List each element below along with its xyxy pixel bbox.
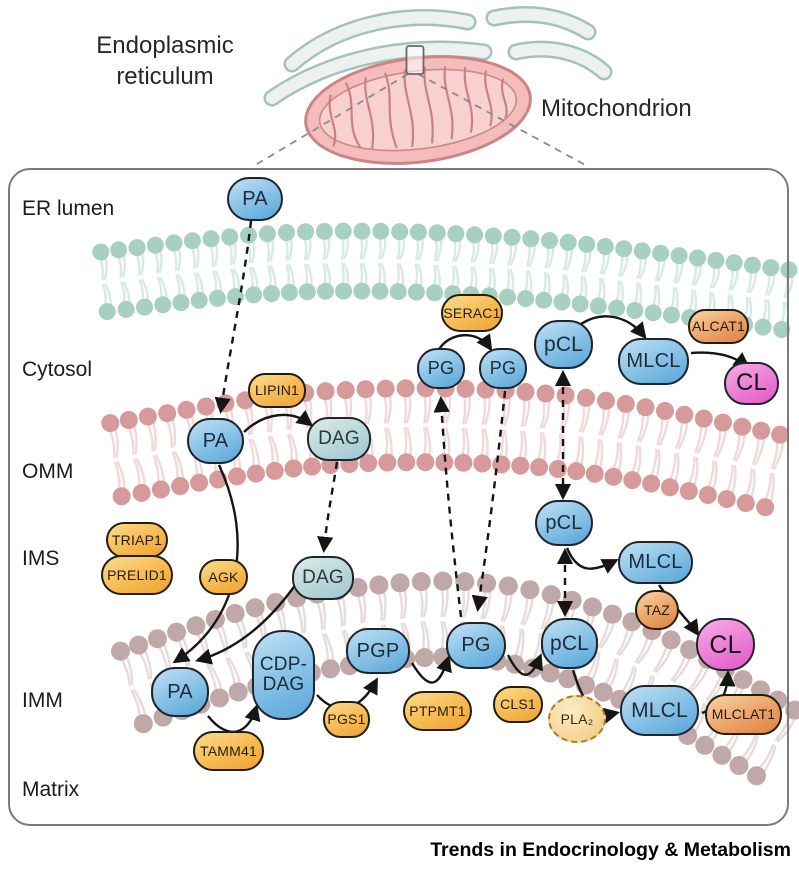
node-pla2: PLA₂	[548, 695, 606, 743]
node-agk: AGK	[199, 559, 248, 595]
layer-label-omm: OMM	[22, 460, 74, 483]
arrow-ims-pcl-to-mlcl	[565, 547, 619, 574]
node-cl-imm: CL	[696, 618, 755, 671]
node-dag-ims: DAG	[292, 556, 354, 600]
contact-site-rect	[405, 45, 425, 75]
node-pgs1: PGS1	[323, 701, 370, 738]
arrow-dag-ims-to-pa-imm	[195, 583, 297, 665]
node-pg-cyt-2: PG	[479, 348, 527, 389]
arrow-lipin1-pa-to-dag	[243, 410, 314, 433]
arrow-cyt-pcl-to-mlcl	[580, 315, 647, 340]
cristae	[328, 66, 508, 149]
node-dag-omm: DAG	[307, 417, 371, 461]
journal-title: Trends in Endocrinology & Metabolism	[430, 839, 791, 861]
arrow-tamm41-pa-to-cdpdag	[207, 704, 261, 733]
node-cdp-dag: CDP- DAG	[252, 630, 315, 720]
callout-line-left	[251, 73, 409, 168]
node-pg-cyt-1: PG	[417, 348, 465, 389]
node-mlcl-cyt: MLCL	[618, 338, 689, 385]
node-pa-omm: PA	[187, 418, 244, 464]
arrow-cls1-pg-to-pcl	[506, 653, 543, 676]
layer-label-imm: IMM	[22, 689, 63, 712]
node-lipin1: LIPIN1	[248, 373, 306, 408]
node-mlclat1: MLCLAT1	[705, 694, 782, 735]
node-cl-cyt: CL	[724, 362, 779, 405]
arrow-serac1-pg-to-pg	[436, 333, 493, 352]
node-triap1: TRIAP1	[106, 522, 168, 558]
arrow-pg-cyt-to-pg-imm	[471, 390, 507, 613]
node-pa-imm: PA	[151, 667, 209, 717]
mitochondrion-title: Mitochondrion	[541, 95, 692, 122]
node-pa-er: PA	[227, 177, 283, 221]
er-title: Endoplasmic reticulum	[96, 32, 234, 91]
layer-label-matrix: Matrix	[22, 778, 80, 801]
node-taz: TAZ	[635, 590, 679, 630]
node-ptpmt1: PTPMT1	[403, 691, 472, 731]
contact-site-callout	[251, 45, 590, 168]
node-mlcl-imm: MLCL	[620, 685, 699, 736]
node-alcat1: ALCAT1	[688, 309, 749, 344]
arrow-pg-imm-to-pg-cyt	[433, 395, 463, 618]
node-cls1: CLS1	[493, 686, 543, 723]
layer-label-er-lumen: ER lumen	[22, 197, 115, 220]
layer-label-cytosol: Cytosol	[22, 358, 93, 381]
node-pg-imm: PG	[446, 622, 506, 669]
node-tamm41: TAMM41	[193, 731, 264, 771]
node-serac1: SERAC1	[441, 294, 503, 332]
arrow-ptpmt1-pgp-to-pg	[410, 655, 452, 684]
layer-label-ims: IMS	[22, 547, 60, 570]
node-pcl-imm: pCL	[541, 618, 598, 669]
node-pcl-cyt: pCL	[534, 320, 593, 369]
arrow-dag-omm-to-dag-ims	[317, 461, 339, 554]
callout-line-right	[417, 73, 590, 168]
node-prelid1: PRELID1	[101, 555, 173, 595]
node-mlcl-ims: MLCL	[618, 541, 693, 584]
omm-membrane	[101, 379, 790, 517]
node-pcl-ims: pCL	[535, 500, 593, 546]
arrow-pa-er-to-pa-omm	[214, 220, 253, 415]
node-pgp: PGP	[346, 628, 410, 674]
